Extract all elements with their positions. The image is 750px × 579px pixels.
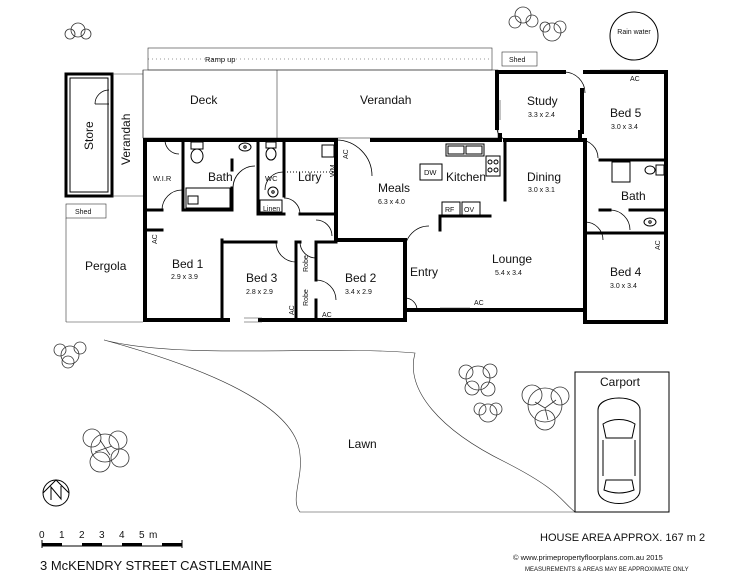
study-dim: 3.3 x 2.4 [528, 112, 555, 119]
wir-label: W.I.R [153, 174, 172, 183]
ac-label: AC [655, 240, 662, 250]
carport [574, 371, 670, 513]
disclaimer-label: MEASUREMENTS & AREAS MAY BE APPROXIMATE … [525, 567, 689, 573]
bath2-label: Bath [621, 189, 646, 203]
ov-label: OV [464, 207, 474, 214]
meals-label: Meals [378, 181, 410, 195]
dw-label: DW [424, 168, 437, 177]
doors [161, 71, 631, 311]
linen-label: Linen [263, 206, 280, 213]
tree-icon [508, 6, 539, 29]
tree-icon [473, 402, 503, 423]
bed3-label: Bed 3 [246, 271, 278, 285]
lounge-dim: 5.4 x 3.4 [495, 270, 522, 277]
address-label: 3 McKENDRY STREET CASTLEMAINE [40, 558, 272, 573]
tree-icon [539, 20, 567, 42]
dining-label: Dining [527, 170, 561, 184]
rf-label: RF [445, 207, 454, 214]
ac-label: AC [474, 300, 484, 307]
bed5-dim: 3.0 x 3.4 [611, 124, 638, 131]
ac-label: AC [322, 312, 332, 319]
study-label: Study [527, 94, 558, 108]
tree-icon [82, 428, 130, 473]
wc-label: WC [265, 174, 278, 183]
scale-tick: 3 [99, 530, 105, 541]
ramp-label: Ramp up [205, 55, 235, 64]
ac-label: AC [343, 149, 350, 159]
tree-icon [521, 384, 570, 431]
windows [244, 69, 640, 323]
rainwater-label: Rain water [617, 29, 651, 36]
lawn-boundary [103, 339, 576, 513]
dining-dim: 3.0 x 3.1 [528, 187, 555, 194]
wm-label: WM [330, 164, 337, 177]
lawn-label: Lawn [348, 437, 377, 451]
scale-tick: 4 [119, 530, 125, 541]
tree-icon [64, 22, 92, 40]
copyright-label: © www.primepropertyfloorplans.com.au 201… [513, 553, 663, 562]
store-label: Store [82, 121, 96, 150]
shed-top-label: Shed [509, 57, 525, 64]
scale-tick: 2 [79, 530, 85, 541]
bed1-label: Bed 1 [172, 257, 204, 271]
shed-top [501, 51, 538, 67]
verandah-label: Verandah [360, 93, 411, 107]
ldry-label: Ldry [298, 170, 321, 184]
scale-unit: m [149, 530, 157, 541]
shed-left [65, 203, 107, 219]
ac-label: AC [289, 305, 296, 315]
bath-label: Bath [208, 170, 233, 184]
scale-bar [41, 540, 183, 548]
shed-left-label: Shed [75, 209, 91, 216]
bed3-dim: 2.8 x 2.9 [246, 289, 273, 296]
tree-icon [458, 363, 498, 397]
fixtures [185, 141, 665, 227]
car-icon [597, 397, 641, 504]
robe1-label: Robe [303, 255, 310, 272]
house-walls [143, 70, 668, 324]
kitchen-label: Kitchen [446, 170, 486, 184]
store [64, 72, 114, 198]
scale-tick: 5 [139, 530, 145, 541]
north-arrow-icon [42, 479, 70, 507]
bed2-label: Bed 2 [345, 271, 377, 285]
ac-label: AC [152, 234, 159, 244]
ac-label: AC [630, 76, 640, 83]
rainwater-tank [609, 11, 659, 61]
bed2-dim: 3.4 x 2.9 [345, 289, 372, 296]
bed4-dim: 3.0 x 3.4 [610, 283, 637, 290]
bed5-label: Bed 5 [610, 106, 642, 120]
verandah-left-label: Verandah [119, 114, 133, 165]
scale-tick: 1 [59, 530, 65, 541]
tree-icon [53, 341, 87, 369]
area-label: HOUSE AREA APPROX. 167 m 2 [540, 532, 705, 544]
bed1-dim: 2.9 x 3.9 [171, 274, 198, 281]
entry-label: Entry [410, 265, 438, 279]
robe2-label: Robe [303, 289, 310, 306]
scale-tick: 0 [39, 530, 45, 541]
bed4-label: Bed 4 [610, 265, 642, 279]
meals-dim: 6.3 x 4.0 [378, 199, 405, 206]
pergola-label: Pergola [85, 259, 127, 273]
lounge-label: Lounge [492, 252, 532, 266]
carport-label: Carport [600, 375, 641, 389]
deck-label: Deck [190, 93, 218, 107]
